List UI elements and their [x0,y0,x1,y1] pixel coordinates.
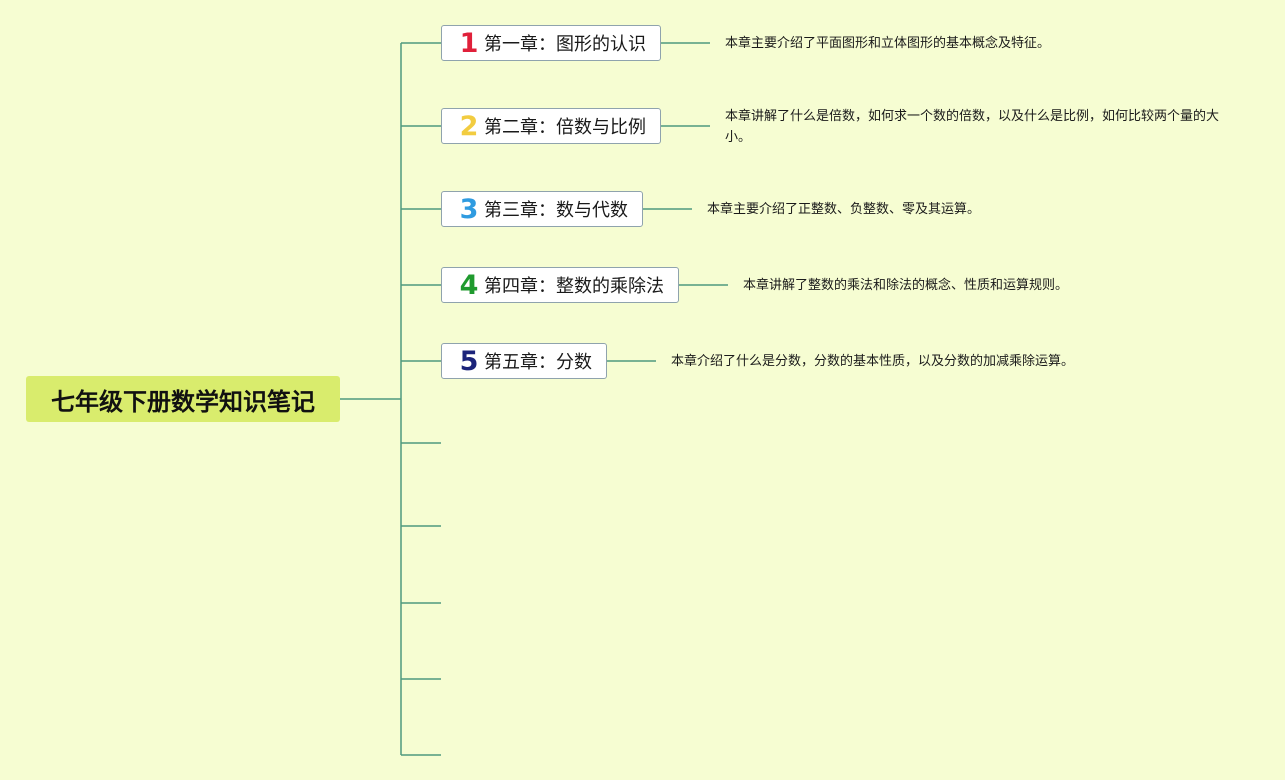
number-1-icon: 1 [459,27,479,59]
chapter-label: 第四章：整数的乘除法 [484,276,664,297]
chapter-node-3[interactable]: 3 第三章：数与代数 [441,191,643,227]
chapter-description-3: 本章主要介绍了正整数、负整数、零及其运算。 [707,202,981,217]
chapter-node-4[interactable]: 4 第四章：整数的乘除法 [441,267,679,303]
chapter-description-2: 本章讲解了什么是倍数，如何求一个数的倍数，以及什么是比例，如何比较两个量的大小。 [725,109,1220,145]
chapter-node-2[interactable]: 2 第二章：倍数与比例 [441,108,661,144]
chapter-description-5: 本章介绍了什么是分数，分数的基本性质，以及分数的加减乘除运算。 [671,354,1075,369]
chapter-node-5[interactable]: 5 第五章：分数 [441,343,607,379]
chapter-label: 第三章：数与代数 [484,200,628,221]
number-4-icon: 4 [459,269,479,301]
chapter-label: 第二章：倍数与比例 [484,117,646,138]
number-2-icon: 2 [459,110,479,142]
root-node[interactable]: 七年级下册数学知识笔记 [26,376,340,422]
number-5-icon: 5 [459,345,479,377]
chapter-description-4: 本章讲解了整数的乘法和除法的概念、性质和运算规则。 [743,278,1069,293]
chapter-label: 第五章：分数 [484,352,592,373]
chapter-description-1: 本章主要介绍了平面图形和立体图形的基本概念及特征。 [725,36,1051,51]
chapter-label: 第一章：图形的认识 [484,34,646,55]
number-3-icon: 3 [459,193,479,225]
chapter-node-1[interactable]: 1 第一章：图形的认识 [441,25,661,61]
